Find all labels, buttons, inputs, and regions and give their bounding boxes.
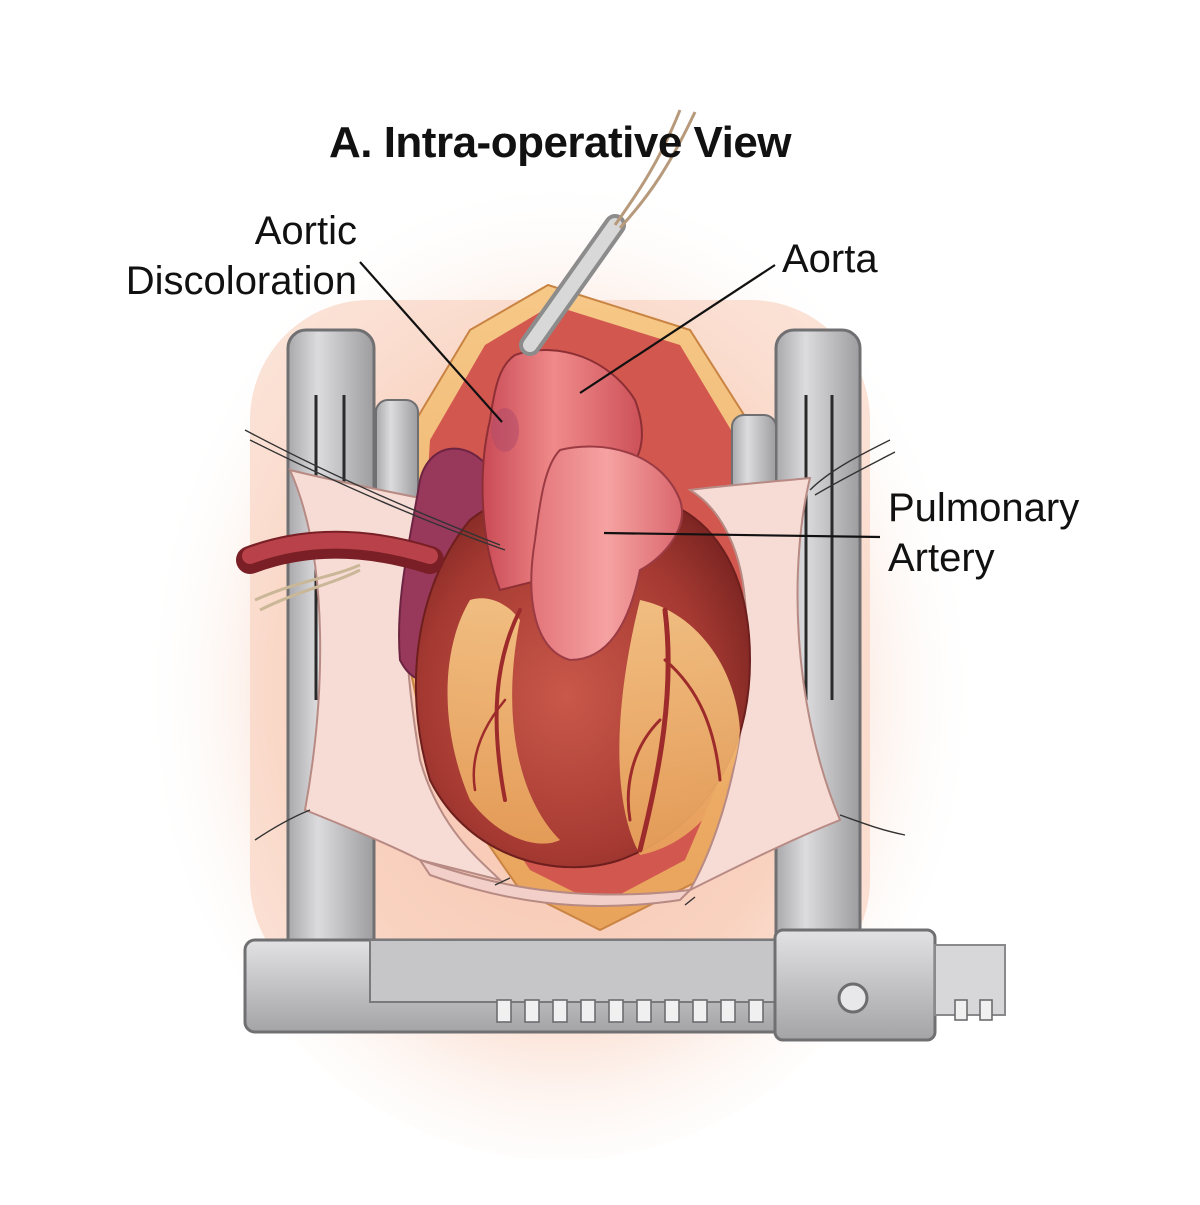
- coronary-vessels: [472, 607, 722, 853]
- stay-sutures: [244, 429, 906, 906]
- label-pulmonary-artery-line1: Pulmonary: [888, 486, 1080, 530]
- epicardial-fat-right: [619, 600, 740, 855]
- pericardium-right-flap: [687, 476, 842, 893]
- figure-title: A. Intra-operative View: [328, 118, 792, 167]
- label-pulmonary-artery: Pulmonary Artery: [888, 483, 1079, 583]
- pericardium-bottom-flap: [417, 858, 693, 907]
- label-aortic-discoloration-line2: Discoloration: [125, 259, 357, 303]
- leader-line-aorta: [579, 264, 776, 394]
- retractor-crossbar: [243, 928, 1006, 1042]
- label-pulmonary-artery-line2: Artery: [888, 536, 995, 580]
- leader-line-aortic-discoloration: [359, 261, 503, 423]
- left-cannula: [236, 530, 444, 612]
- label-aorta: Aorta: [782, 237, 878, 281]
- cannula-tube: [519, 109, 697, 356]
- pulmonary-artery-vessel: [530, 445, 683, 662]
- label-aortic-discoloration: Aortic Discoloration: [126, 206, 357, 306]
- label-aortic-discoloration-line1: Aortic: [254, 209, 357, 253]
- rack-teeth: [496, 999, 993, 1023]
- leader-line-pulmonary-artery: [603, 531, 881, 539]
- epicardial-fat-left: [447, 598, 560, 844]
